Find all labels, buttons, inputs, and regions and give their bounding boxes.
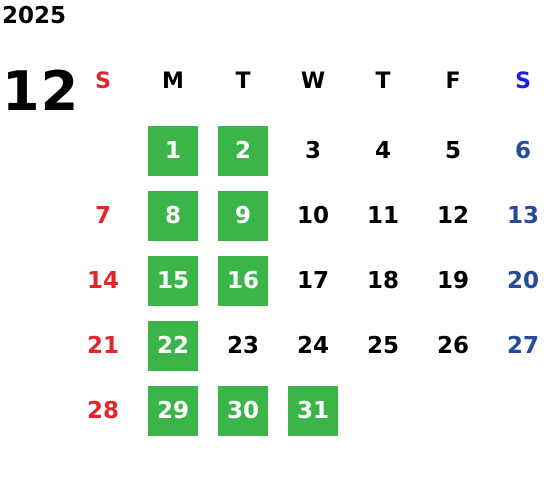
calendar-year: 2025 bbox=[2, 3, 67, 29]
day-cell: 30 bbox=[218, 386, 268, 436]
weekday-header-friday: F bbox=[445, 68, 461, 94]
day-cell: 4 bbox=[374, 138, 391, 164]
day-cell: 31 bbox=[288, 386, 338, 436]
day-cell: 16 bbox=[218, 256, 268, 306]
calendar-month: 12 bbox=[2, 60, 80, 123]
day-cell: 7 bbox=[94, 203, 111, 229]
day-cell: 17 bbox=[296, 268, 329, 294]
day-cell: 20 bbox=[506, 268, 539, 294]
day-cell: 2 bbox=[218, 126, 268, 176]
day-cell: 22 bbox=[148, 321, 198, 371]
day-cell: 27 bbox=[506, 333, 539, 359]
day-cell: 10 bbox=[296, 203, 329, 229]
day-cell: 5 bbox=[444, 138, 461, 164]
day-cell: 29 bbox=[148, 386, 198, 436]
day-cell: 8 bbox=[148, 191, 198, 241]
day-cell: 6 bbox=[514, 138, 531, 164]
day-cell: 1 bbox=[148, 126, 198, 176]
day-cell: 13 bbox=[506, 203, 539, 229]
day-cell: 14 bbox=[86, 268, 119, 294]
day-cell: 3 bbox=[304, 138, 321, 164]
weekday-header-wednesday: W bbox=[300, 68, 326, 94]
day-cell: 28 bbox=[86, 398, 119, 424]
day-cell: 26 bbox=[436, 333, 469, 359]
day-cell: 19 bbox=[436, 268, 469, 294]
weekday-header-tuesday: T bbox=[235, 68, 251, 94]
day-cell: 21 bbox=[86, 333, 119, 359]
day-cell: 23 bbox=[226, 333, 259, 359]
day-cell: 12 bbox=[436, 203, 469, 229]
weekday-header-thursday: T bbox=[375, 68, 391, 94]
weekday-header-sunday: S bbox=[95, 68, 111, 94]
day-cell: 18 bbox=[366, 268, 399, 294]
weekday-header-monday: M bbox=[162, 68, 184, 94]
day-cell: 9 bbox=[218, 191, 268, 241]
day-cell: 11 bbox=[366, 203, 399, 229]
day-cell: 15 bbox=[148, 256, 198, 306]
day-cell: 24 bbox=[296, 333, 329, 359]
weekday-header-saturday: S bbox=[515, 68, 531, 94]
day-cell: 25 bbox=[366, 333, 399, 359]
